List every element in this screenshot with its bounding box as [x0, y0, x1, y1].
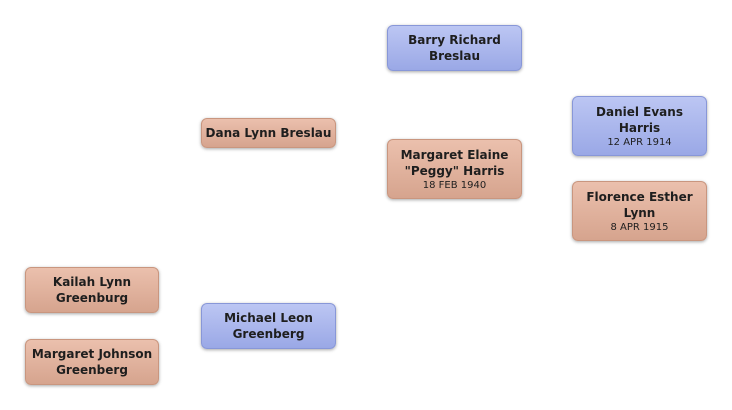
person-box-margaret-harris[interactable]: Margaret Elaine "Peggy" Harris 18 FEB 19… — [387, 139, 522, 199]
person-name: Kailah Lynn Greenburg — [52, 275, 132, 305]
person-name: Daniel Evans Harris — [596, 104, 683, 135]
person-box-margaret-greenberg[interactable]: Margaret Johnson Greenberg — [25, 339, 159, 385]
person-name: Margaret Johnson Greenberg — [31, 347, 153, 377]
person-box-florence-lynn[interactable]: Florence Esther Lynn 8 APR 1915 — [572, 181, 707, 241]
person-birth-date: 8 APR 1915 — [610, 221, 669, 233]
person-birth-date: 12 APR 1914 — [607, 136, 672, 148]
person-birth-date: 18 FEB 1940 — [422, 179, 487, 191]
person-name: Dana Lynn Breslau — [205, 126, 332, 140]
person-box-michael-greenberg[interactable]: Michael Leon Greenberg — [201, 303, 336, 349]
person-name: Florence Esther Lynn — [586, 189, 693, 220]
person-box-daniel-harris[interactable]: Daniel Evans Harris 12 APR 1914 — [572, 96, 707, 156]
person-name: Margaret Elaine "Peggy" Harris — [400, 147, 509, 178]
person-box-kailah-greenburg[interactable]: Kailah Lynn Greenburg — [25, 267, 159, 313]
person-name: Barry Richard Breslau — [408, 33, 501, 63]
person-box-barry-breslau[interactable]: Barry Richard Breslau — [387, 25, 522, 71]
person-name: Michael Leon Greenberg — [224, 311, 313, 341]
person-box-dana-breslau[interactable]: Dana Lynn Breslau — [201, 118, 336, 148]
